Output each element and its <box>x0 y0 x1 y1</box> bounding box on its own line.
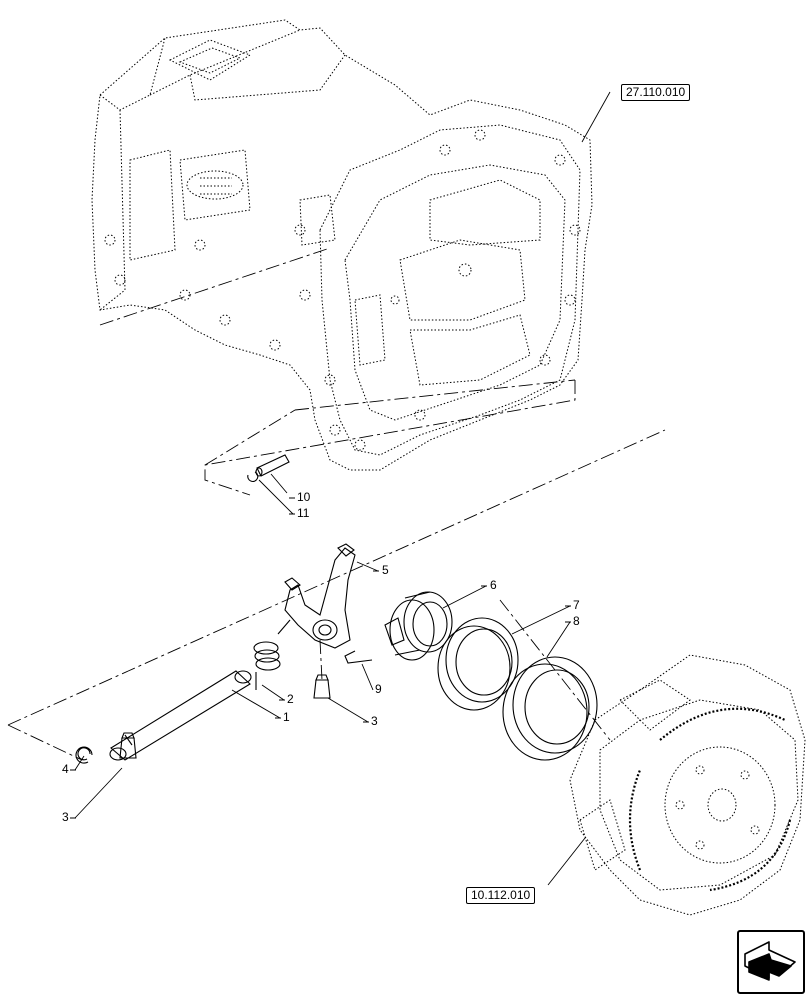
reference-transmission-housing[interactable]: 27.110.010 <box>621 84 691 101</box>
next-page-button[interactable] <box>737 930 805 994</box>
reference-clutch-assembly[interactable]: 10.112.010 <box>466 887 536 904</box>
assembly-lines <box>7 247 666 761</box>
bearing-ring <box>502 656 598 761</box>
callout-8: 8 <box>573 614 580 628</box>
callout-4: 4 <box>62 762 69 776</box>
callout-3-shaft: 3 <box>62 810 69 824</box>
grease-fittings <box>119 674 331 759</box>
next-page-arrow-icon <box>744 941 796 981</box>
pin-and-clip <box>247 454 290 482</box>
callout-6: 6 <box>490 578 497 592</box>
snap-ring <box>75 746 93 764</box>
callout-2: 2 <box>287 692 294 706</box>
callout-7: 7 <box>573 598 580 612</box>
callout-5: 5 <box>382 563 389 577</box>
shift-fork <box>284 543 356 649</box>
leader-lines <box>70 91 611 886</box>
callout-1: 1 <box>283 710 290 724</box>
callout-9: 9 <box>375 682 382 696</box>
callout-3-fork: 3 <box>371 714 378 728</box>
transmission-housing <box>91 19 593 471</box>
callout-11: 11 <box>297 506 310 520</box>
release-bearing <box>437 617 519 711</box>
hook-clip <box>344 650 373 664</box>
spring <box>253 619 291 690</box>
shift-shaft <box>109 670 252 761</box>
clutch-teeth <box>628 707 792 892</box>
release-sleeve <box>384 591 453 661</box>
clutch-assembly <box>569 654 806 916</box>
callout-10: 10 <box>297 490 311 504</box>
